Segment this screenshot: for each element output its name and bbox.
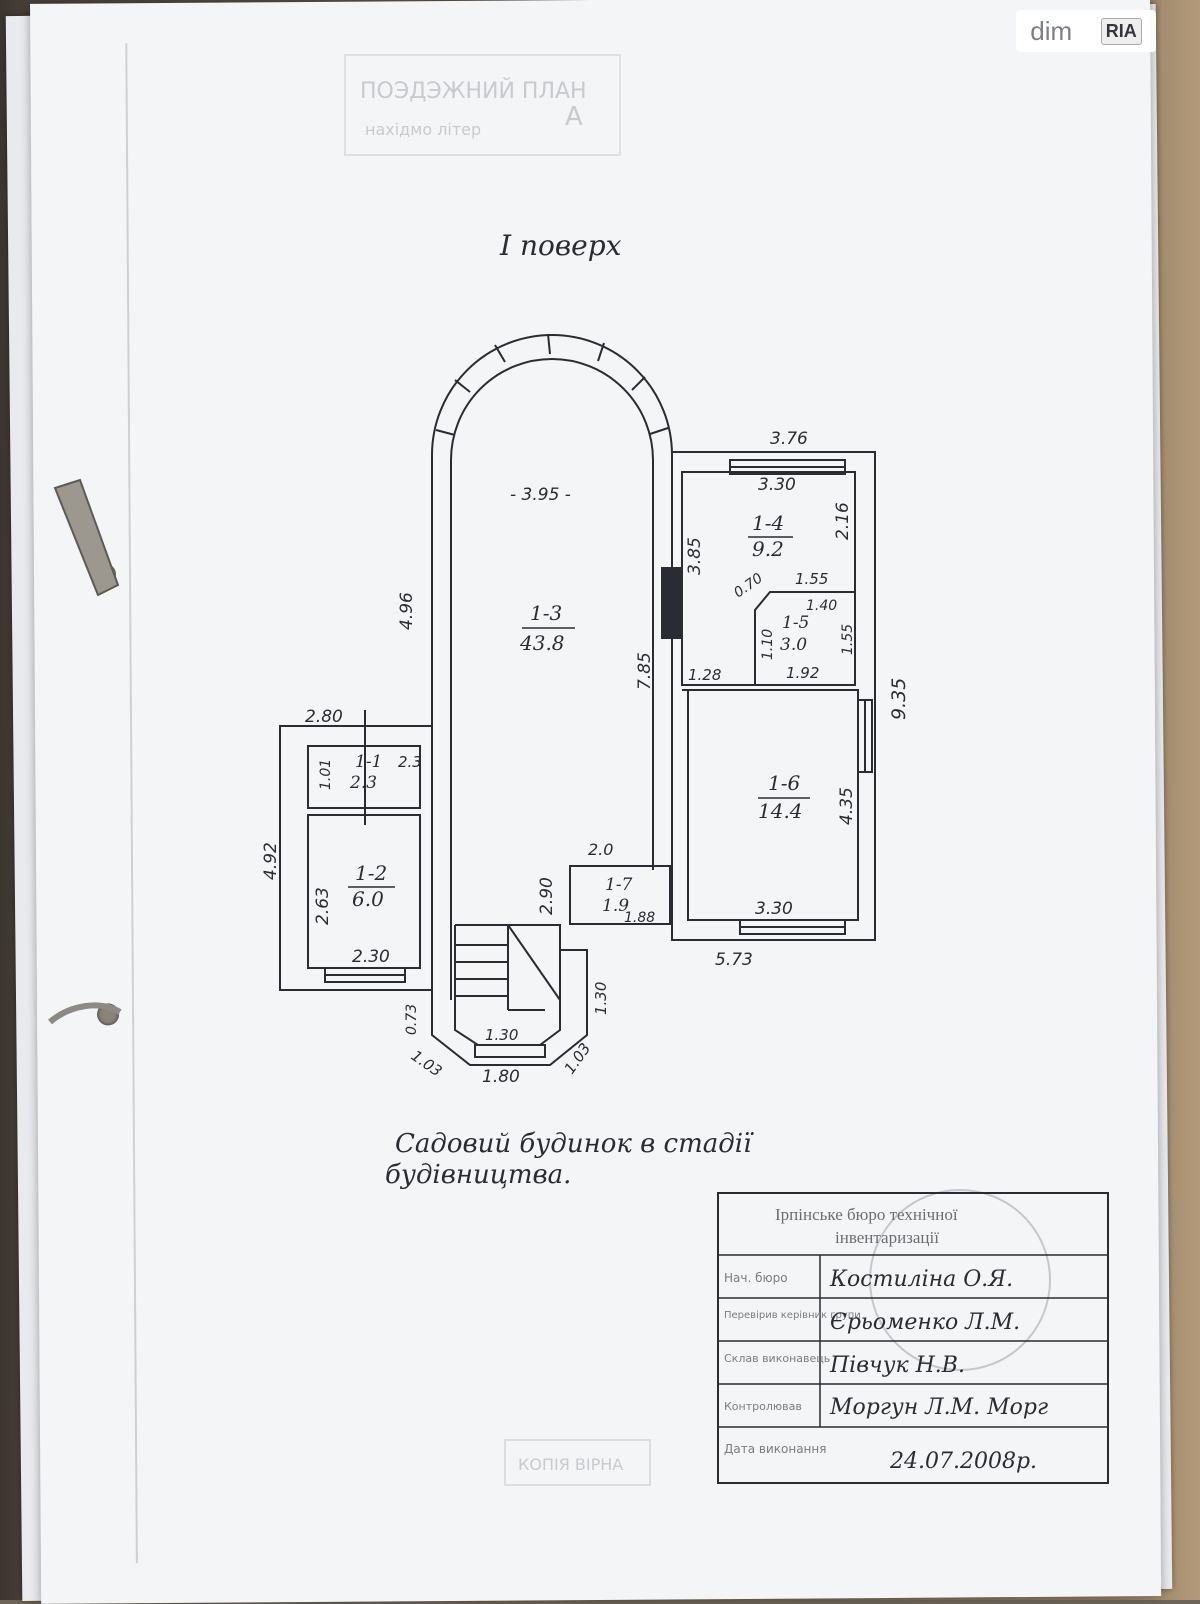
- watermark-brand: dim: [1030, 15, 1073, 46]
- stamp-value-checked: Єрьоменко Л.М.: [830, 1310, 1020, 1335]
- room-1-4-id: 1-4: [752, 511, 784, 535]
- dim-r15-left: 1.10: [760, 629, 776, 660]
- dim-right-total: 9.35: [888, 678, 910, 720]
- stamp-org-line-1: Ірпінське бюро технічної: [775, 1205, 958, 1224]
- stamp-org-line-2: інвентаризації: [835, 1228, 939, 1247]
- room-1-5-id: 1-5: [782, 613, 809, 633]
- dim-r16-right: 4.35: [837, 787, 857, 825]
- dim-porch-diag-left: 1.03: [408, 1047, 446, 1081]
- dim-r14-top-inner: 3.30: [758, 475, 796, 495]
- room-1-1-id: 1-1: [355, 752, 382, 772]
- dim-hall-right: 7.85: [635, 652, 655, 690]
- walls: [279, 333, 876, 1066]
- dim-r11-top: 2.80: [305, 707, 343, 727]
- dim-r11-right: 2.3: [398, 753, 422, 771]
- dim-r14-right: 2.16: [833, 502, 853, 540]
- dim-r11-left: 1.01: [318, 759, 334, 790]
- dim-r15-top: 1.40: [806, 598, 837, 614]
- stamp-value-date: 24.07.2008р.: [889, 1449, 1037, 1474]
- dim-r15-diag: 0.70: [731, 570, 766, 601]
- stamp-label-control: Контролював: [724, 1400, 802, 1413]
- dim-porch-diag-right: 1.03: [561, 1040, 595, 1078]
- stamp-value-head: Костиліна О.Я.: [829, 1267, 1013, 1292]
- faded-header-letter: А: [565, 102, 583, 132]
- dim-r13-lower: 2.90: [537, 877, 557, 915]
- copy-certified-stamp: КОПІЯ ВІРНА: [504, 1439, 651, 1486]
- stamp-value-author: Півчук Н.В.: [829, 1353, 965, 1378]
- dim-r12-left: 2.63: [313, 887, 333, 925]
- dim-r15-right: 1.55: [840, 624, 856, 655]
- dim-r17-right: 1.88: [624, 910, 655, 926]
- stamp-value-control: Моргун Л.М. Морг: [829, 1395, 1048, 1420]
- dim-porch-bottom: 1.80: [482, 1067, 520, 1087]
- dim-porch-inner: 1.30: [485, 1026, 518, 1044]
- ria-logo: RIA: [1100, 17, 1142, 45]
- faded-header-sub: нахідмо літер: [365, 120, 481, 139]
- room-1-3-id: 1-3: [530, 601, 562, 625]
- dim-r12-bottom: 2.30: [352, 947, 390, 967]
- inventory-bureau-stamp: Ірпінське бюро технічної інвентаризації …: [717, 1189, 1109, 1484]
- dim-left-total: 4.92: [261, 842, 281, 880]
- faded-header-title: ПОЭДЭЖНИЙ ПЛАН: [360, 78, 587, 104]
- stamp-label-head: Нач. бюро: [724, 1271, 788, 1285]
- room-labels: 1-3 43.8 1-4 9.2 1-5 3.0 1-6 14.4 1-7 1.…: [348, 511, 810, 916]
- dim-porch-right: 1.30: [592, 982, 610, 1015]
- stamp-label-author: Склав виконавець: [724, 1352, 830, 1365]
- copy-stamp-text: КОПІЯ ВІРНА: [518, 1455, 623, 1474]
- room-1-6-area: 14.4: [758, 799, 803, 823]
- dim-bottom-total: 5.73: [715, 950, 753, 970]
- room-1-1-area: 2.3: [349, 773, 377, 793]
- dim-left-hall: 4.96: [397, 592, 417, 630]
- dim-r13-nook: 1.28: [688, 666, 721, 684]
- caption-line-1: Садовий будинок в стадії: [395, 1129, 754, 1159]
- room-1-6-id: 1-6: [768, 771, 800, 795]
- dim-r16-bottom: 3.30: [755, 899, 793, 919]
- faded-header-stamp: ПОЭДЭЖНИЙ ПЛАН нахідмо літер А: [344, 54, 621, 156]
- room-1-5-area: 3.0: [780, 635, 807, 655]
- dim-ria-watermark: dim RIA: [1016, 10, 1156, 52]
- stamp-label-date: Дата виконання: [724, 1442, 826, 1456]
- dim-r17-top: 2.0: [588, 840, 613, 859]
- room-1-2-area: 6.0: [352, 887, 384, 911]
- dim-r14-left: 3.85: [685, 537, 705, 575]
- dim-r15-bottom: 1.92: [786, 664, 819, 682]
- caption-line-2: будівництва.: [385, 1160, 571, 1190]
- room-1-4-area: 9.2: [752, 537, 784, 561]
- stamp-label-checked: Перевірив керівник групи: [724, 1309, 861, 1321]
- dim-porch-left-small: 0.73: [404, 1004, 420, 1035]
- floor-title: I поверх: [499, 229, 622, 262]
- room-1-7-id: 1-7: [605, 875, 633, 895]
- dim-r14-bottom: 1.55: [795, 570, 828, 588]
- dim-top-width: - 3.95 -: [510, 485, 571, 505]
- dim-r14-top-outer: 3.76: [770, 429, 808, 449]
- room-1-2-id: 1-2: [355, 861, 387, 885]
- room-1-3-area: 43.8: [519, 631, 565, 655]
- room-1-7-area: 1.9: [602, 896, 629, 916]
